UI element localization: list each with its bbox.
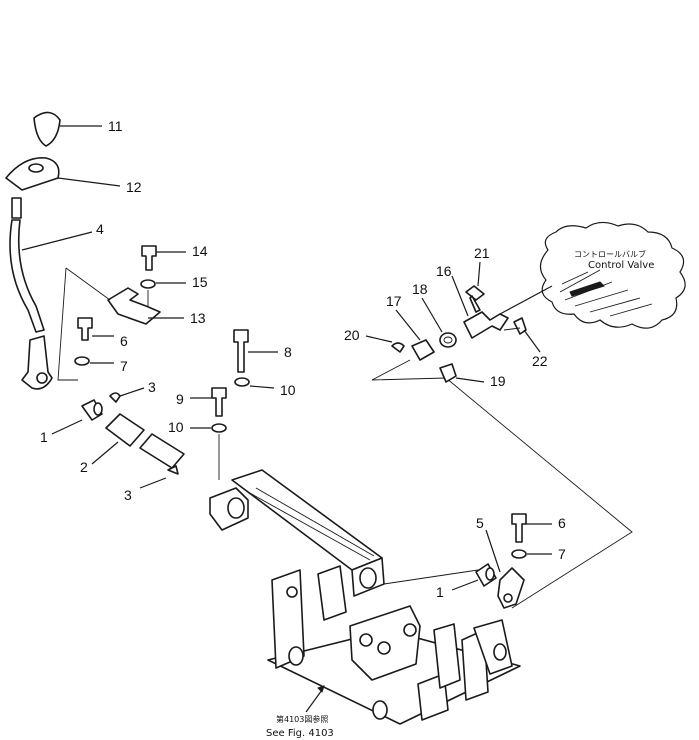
label-11: 11	[108, 118, 123, 134]
label-16: 16	[436, 263, 452, 279]
lever-shaft-assembly	[209, 469, 385, 597]
knob-11	[33, 111, 61, 147]
label-10-upper: 10	[280, 382, 296, 398]
label-6-left: 6	[120, 333, 128, 349]
bolt-9	[211, 387, 227, 417]
label-12: 12	[126, 179, 142, 195]
pin-2	[105, 413, 145, 447]
washer-10-lower	[211, 423, 227, 433]
pin-22	[513, 317, 527, 335]
label-7-right: 7	[558, 546, 566, 562]
bolt-6-right	[511, 513, 527, 543]
nut-18	[439, 332, 457, 348]
label-3-upper: 3	[148, 379, 156, 395]
screw-19	[439, 363, 457, 383]
rod-end-16	[463, 311, 509, 339]
label-5: 5	[476, 515, 484, 531]
label-20: 20	[344, 327, 360, 343]
washer-15	[140, 279, 156, 289]
lever-4	[9, 219, 45, 333]
washer-7-left	[74, 356, 90, 366]
label-19: 19	[490, 373, 506, 389]
base-bracket	[267, 565, 521, 725]
pin-2b	[139, 433, 185, 469]
see-fig-label-jp: 第4103図参照	[276, 714, 328, 724]
label-4: 4	[96, 221, 104, 237]
label-1-right: 1	[436, 584, 444, 600]
label-14: 14	[192, 243, 208, 259]
lever-cover-12	[5, 157, 60, 191]
label-8: 8	[284, 344, 292, 360]
label-17: 17	[386, 293, 402, 309]
see-fig-label-en: See Fig. 4103	[266, 728, 334, 739]
control-valve-label-en: Control Valve	[588, 260, 654, 271]
label-15: 15	[192, 274, 208, 290]
bolt-14	[141, 245, 157, 271]
bolt-6-left	[77, 317, 93, 341]
pin-3-upper	[109, 392, 121, 403]
label-13: 13	[190, 310, 206, 326]
label-7-left: 7	[120, 358, 128, 374]
label-22: 22	[532, 353, 548, 369]
cotter-20	[391, 342, 405, 353]
bolt-8	[233, 329, 249, 373]
bolt-21	[465, 285, 485, 313]
ball-joint-17	[411, 339, 435, 361]
washer-10-upper	[234, 377, 250, 387]
label-2: 2	[80, 459, 88, 475]
label-10-lower: 10	[168, 419, 184, 435]
control-valve-label-jp: コントロールバルブ	[574, 249, 646, 259]
lever-threaded-tip	[11, 197, 22, 219]
washer-7-right	[511, 549, 527, 559]
label-6-right: 6	[558, 515, 566, 531]
label-1-left: 1	[40, 429, 48, 445]
label-9: 9	[176, 391, 184, 407]
lever-arm-5	[497, 567, 525, 609]
lever-bracket	[21, 335, 53, 390]
label-18: 18	[412, 281, 428, 297]
pin-3-lower	[167, 465, 179, 475]
label-3-lower: 3	[124, 487, 132, 503]
plate-13	[107, 287, 161, 325]
control-valve-cloud	[539, 221, 686, 329]
label-21: 21	[474, 245, 490, 261]
